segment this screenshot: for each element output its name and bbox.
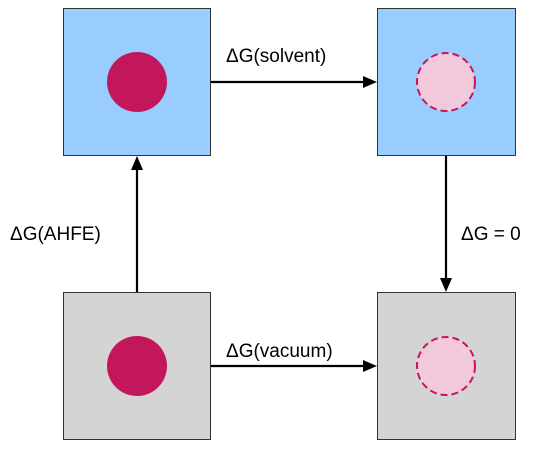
state-vacuum-ghost [377,292,516,440]
arrow-vacuum-head-icon [363,360,377,372]
label-dg-zero: ΔG = 0 [461,224,521,245]
label-dg-solvent: ΔG(solvent) [226,46,326,67]
label-dg-ahfe: ΔG(AHFE) [10,224,101,245]
arrow-ahfe-head-icon [131,156,143,170]
molecule-ghost-icon [416,336,476,396]
state-solvent-full [63,8,211,156]
arrow-ahfe: ΔG(AHFE) [10,156,143,292]
label-dg-vacuum: ΔG(vacuum) [226,341,333,362]
arrow-solvent-head-icon [363,76,377,88]
molecule-full-icon [107,52,167,112]
arrow-vacuum: ΔG(vacuum) [211,341,377,372]
arrow-zero-head-icon [440,278,452,292]
arrow-zero: ΔG = 0 [440,156,521,292]
state-solvent-ghost [377,8,516,156]
molecule-full-icon [107,336,167,396]
arrow-solvent: ΔG(solvent) [211,46,377,88]
molecule-ghost-icon [416,52,476,112]
state-vacuum-full [63,292,211,440]
